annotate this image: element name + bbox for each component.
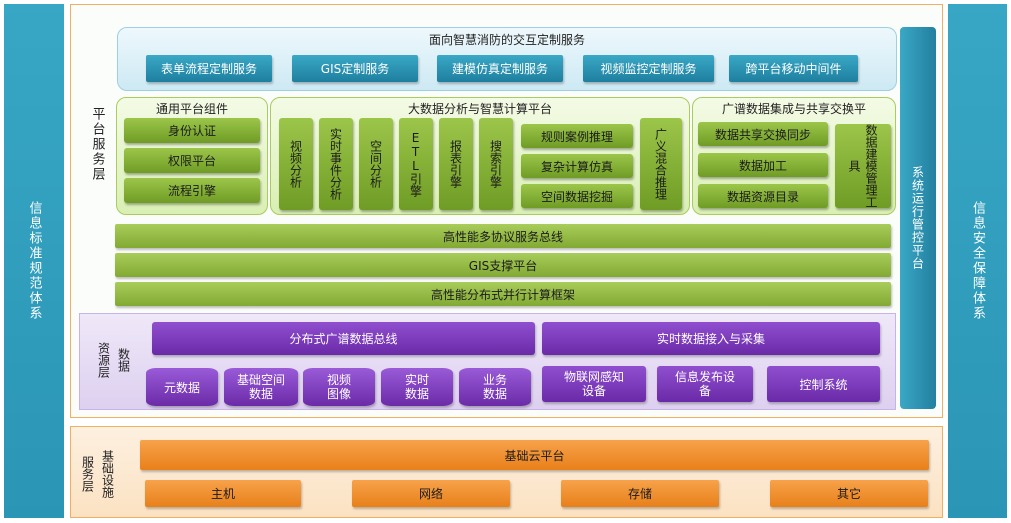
infra-network: 网络	[352, 480, 510, 507]
col-etl-engine: ETL引擎	[399, 118, 433, 210]
data-processing: 数据加工	[698, 153, 828, 177]
infra-layer-label-b: 基础设施	[100, 450, 115, 498]
platform-layer-label: 平台服务层	[89, 106, 105, 182]
service-form-flow: 表单流程定制服务	[146, 55, 272, 82]
workflow-engine: 流程引擎	[124, 178, 260, 203]
distributed-data-bus: 分布式广谱数据总线	[152, 322, 535, 355]
exchange-title: 广谱数据集成与共享交换平	[721, 101, 866, 116]
control-system: 控制系统	[767, 366, 880, 402]
data-resource-catalog: 数据资源目录	[698, 184, 828, 208]
store-business: 业务数据	[459, 368, 531, 406]
service-video: 视频监控定制服务	[583, 55, 714, 82]
store-video: 视频图像	[303, 368, 375, 406]
service-gis: GIS定制服务	[292, 55, 418, 82]
basic-cloud-platform: 基础云平台	[140, 440, 929, 470]
data-layer-label-b: 数据	[116, 348, 131, 372]
service-mobile: 跨平台移动中间件	[729, 55, 858, 82]
store-realtime: 实时数据	[381, 368, 453, 406]
iot-sensing-devices: 物联网感知设备	[542, 366, 646, 402]
data-layer-label-a: 资源层	[96, 342, 111, 378]
col-video-analysis: 视频分析	[279, 118, 313, 210]
ops-control-platform: 系统运行管控平台	[900, 27, 936, 409]
col-search-engine: 搜索引擎	[479, 118, 513, 210]
infra-other: 其它	[770, 480, 928, 507]
common-components-title: 通用平台组件	[155, 101, 228, 116]
realtime-data-access: 实时数据接入与采集	[542, 322, 880, 355]
store-spatial: 基础空间数据	[224, 368, 298, 406]
infra-storage: 存储	[561, 480, 719, 507]
rule-case-reasoning: 规则案例推理	[521, 124, 633, 148]
parallel-compute-framework: 高性能分布式并行计算框架	[115, 282, 891, 306]
spatial-data-mining: 空间数据挖掘	[521, 184, 633, 208]
col-realtime-event: 实时事件分析	[319, 118, 353, 210]
permission-platform: 权限平台	[124, 148, 260, 173]
multi-protocol-bus: 高性能多协议服务总线	[115, 224, 891, 248]
col-report-engine: 报表引擎	[439, 118, 473, 210]
infra-layer-label-a: 服务层	[80, 456, 95, 492]
info-standards-sidebar: 信息标准规范体系	[4, 4, 64, 518]
infra-host: 主机	[145, 480, 301, 507]
gis-support-platform: GIS支撑平台	[115, 253, 891, 277]
col-spatial-analysis: 空间分析	[359, 118, 393, 210]
hybrid-reasoning: 广义混合推理	[640, 118, 682, 210]
data-modeling-tools: 数据建模管理工具	[835, 124, 891, 208]
info-publish-devices: 信息发布设备	[657, 366, 753, 402]
info-security-sidebar: 信息安全保障体系	[948, 4, 1007, 518]
store-metadata: 元数据	[146, 368, 218, 406]
data-sharing-sync: 数据共享交换同步	[698, 122, 828, 146]
service-modeling: 建模仿真定制服务	[437, 55, 563, 82]
bigdata-title: 大数据分析与智慧计算平台	[407, 101, 552, 116]
top-panel-title: 面向智慧消防的交互定制服务	[428, 32, 585, 47]
identity-auth: 身份认证	[124, 118, 260, 143]
complex-simulation: 复杂计算仿真	[521, 154, 633, 178]
